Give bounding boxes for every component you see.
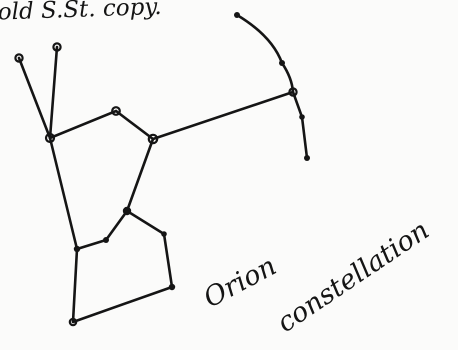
- shield-star-bottom: [304, 155, 310, 161]
- foot-star-right: [169, 284, 175, 290]
- belt-star-left: [74, 246, 80, 252]
- body-left-line: [50, 138, 77, 249]
- shield-star-upper: [279, 60, 285, 66]
- left-leg-line: [73, 249, 77, 322]
- arm-line-right: [50, 47, 57, 138]
- belt-star-right: [123, 207, 131, 215]
- top-note: old S.St. copy.: [0, 0, 162, 26]
- lower-right-line: [127, 211, 164, 234]
- shield-star-top: [234, 12, 240, 18]
- extended-arm-line: [153, 92, 293, 139]
- knee-star-right: [161, 231, 167, 237]
- constellation-title-line-2: constellation: [272, 215, 435, 339]
- constellation-title-line-1: Orion: [199, 251, 282, 315]
- shield-star-lower: [299, 114, 305, 120]
- right-leg-line: [164, 234, 172, 287]
- head-shoulders-line: [50, 111, 153, 139]
- arm-line-left: [19, 58, 50, 138]
- feet-line: [73, 287, 172, 322]
- shield-arc: [237, 15, 307, 158]
- body-right-line: [127, 139, 153, 211]
- belt-star-middle: [103, 237, 109, 243]
- belt-line: [77, 211, 127, 249]
